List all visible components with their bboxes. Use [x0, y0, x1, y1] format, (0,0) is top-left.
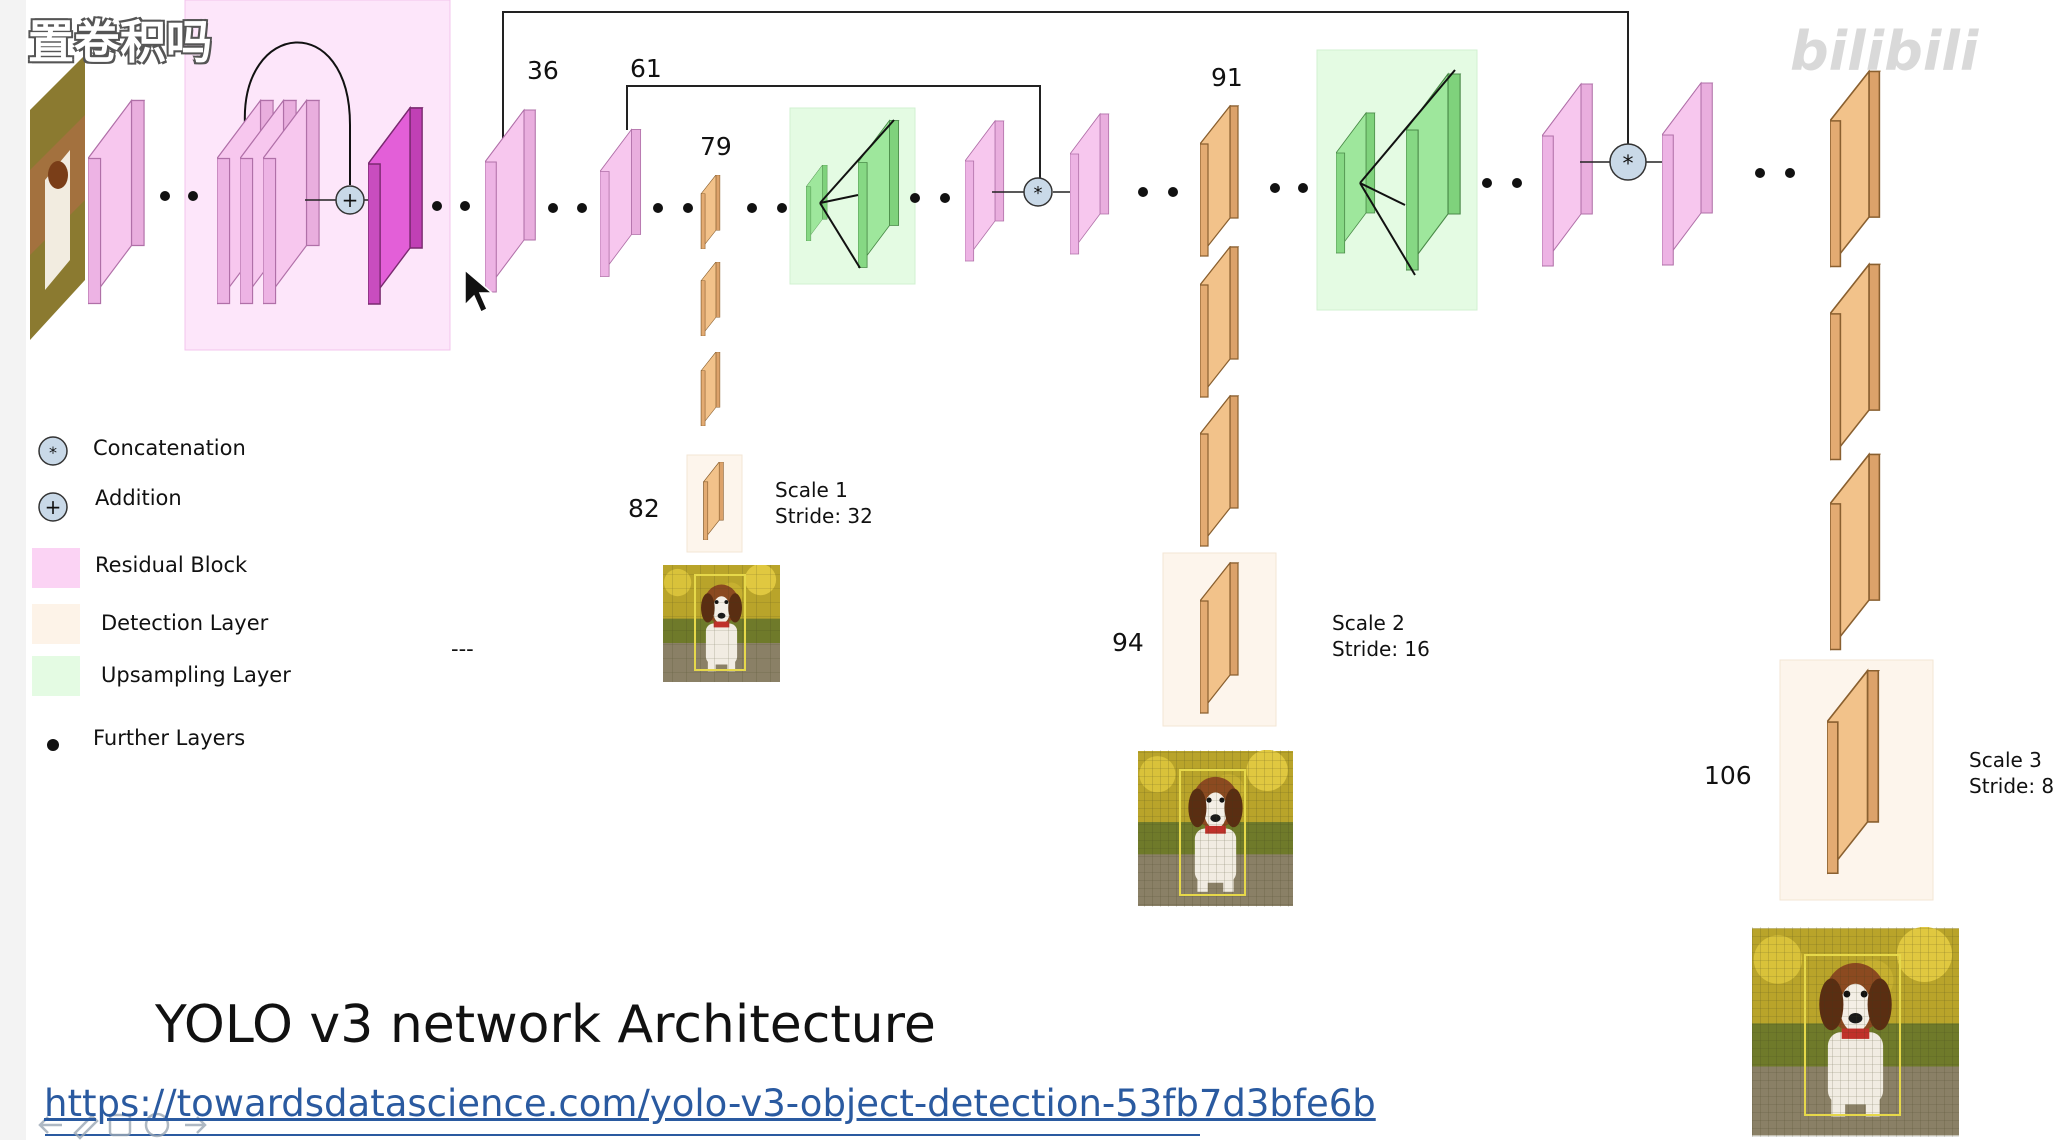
detection-layer-legend-swatch: [32, 604, 80, 644]
concat-2-left-layer: [1542, 83, 1593, 267]
concat-1-output-layer: [1070, 113, 1110, 255]
residual-block-legend-swatch: [32, 548, 80, 588]
legend-further-layers-label: Further Layers: [93, 726, 246, 750]
layer-79-slab-3: [700, 352, 721, 426]
legend-upsampling-layer-label: Upsampling Layer: [101, 663, 291, 687]
left-edge-strip: [0, 0, 26, 1140]
svg-text:*: *: [1034, 183, 1043, 204]
addition-op-circle: +: [335, 185, 365, 215]
page-title: YOLO v3 network Architecture: [155, 995, 936, 1055]
scale-2-label: Scale 2 Stride: 16: [1332, 610, 1430, 662]
layer-input-pink: [88, 99, 145, 305]
input-image: [30, 55, 85, 340]
scale-3-name: Scale 3: [1969, 748, 2042, 772]
scale-1-name: Scale 1: [775, 478, 848, 502]
layer-82-label: 82: [628, 494, 660, 523]
bilibili-watermark: bilibili: [1790, 20, 1979, 83]
layer-79-slab-2: [700, 262, 721, 336]
svg-text:*: *: [1623, 152, 1634, 177]
upsampling-lines-2: [1359, 69, 1456, 276]
mouse-cursor-icon: [464, 268, 495, 314]
source-link[interactable]: https://towardsdatascience.com/yolo-v3-o…: [44, 1082, 1376, 1125]
svg-text:+: +: [342, 188, 359, 212]
scale-1-stride: Stride: 32: [775, 504, 873, 528]
concat-2-output-layer: [1662, 82, 1713, 266]
pen-icon[interactable]: [73, 1114, 99, 1140]
slides-menu-icon[interactable]: [108, 1113, 132, 1137]
scale-2-name: Scale 2: [1332, 611, 1405, 635]
further-layer-dots: [160, 168, 1795, 213]
legend-addition-label: Addition: [95, 486, 182, 510]
upsampling-layer-legend-swatch: [32, 656, 80, 696]
svg-text:+: +: [45, 495, 62, 519]
legend-residual-block-label: Residual Block: [95, 553, 248, 577]
route-connection-36: [502, 11, 1629, 150]
legend-detection-layer-label: Detection Layer: [101, 611, 269, 635]
scale-2-stride: Stride: 16: [1332, 637, 1430, 661]
final-branch-slab-2: [1830, 263, 1881, 461]
addition-legend-icon: +: [38, 492, 68, 522]
layer-36: [485, 109, 536, 293]
concat-op-circle-1: *: [1023, 177, 1053, 207]
scale-3-label: Scale 3 Stride: 8: [1969, 747, 2054, 799]
residual-skip-arc: [243, 41, 351, 185]
layer-106-label: 106: [1704, 761, 1752, 790]
upsampling-lines-1: [819, 119, 895, 269]
legend-concatenation-label: Concatenation: [93, 436, 246, 460]
scale-3-stride: Stride: 8: [1969, 774, 2054, 798]
layer-61: [600, 129, 642, 277]
final-branch-slab-1: [1830, 70, 1881, 268]
scale-1-label: Scale 1 Stride: 32: [775, 477, 873, 529]
layer-61-label: 61: [630, 54, 662, 83]
forward-arrow-icon[interactable]: [185, 1116, 207, 1134]
back-arrow-icon[interactable]: [38, 1116, 62, 1134]
more-options-icon[interactable]: [144, 1112, 170, 1138]
layer-91-slab-1: [1200, 105, 1239, 257]
concat-op-circle-2: *: [1609, 143, 1647, 181]
further-layers-legend-icon: [47, 739, 59, 751]
concatenation-legend-icon: *: [38, 436, 68, 466]
layer-79-slab-1: [700, 175, 721, 249]
concat-1-left-layer: [965, 120, 1005, 262]
layer-91-label: 91: [1211, 63, 1243, 92]
output-image-scale-3: [1752, 927, 1959, 1137]
route-connection-61: [626, 85, 1041, 178]
presentation-toolbar[interactable]: [38, 1112, 207, 1140]
dashes-text: ---: [451, 637, 474, 661]
layer-79-label: 79: [700, 132, 732, 161]
video-caption-overlay: 置卷积吗: [28, 15, 212, 69]
layer-36-label: 36: [527, 56, 559, 85]
output-image-scale-1: [663, 565, 780, 682]
layer-91-slab-3: [1200, 395, 1239, 547]
final-branch-slab-3: [1830, 453, 1881, 651]
output-image-scale-2: [1138, 750, 1293, 907]
svg-text:*: *: [49, 443, 57, 462]
layer-94-label: 94: [1112, 628, 1144, 657]
layer-91-slab-2: [1200, 246, 1239, 398]
